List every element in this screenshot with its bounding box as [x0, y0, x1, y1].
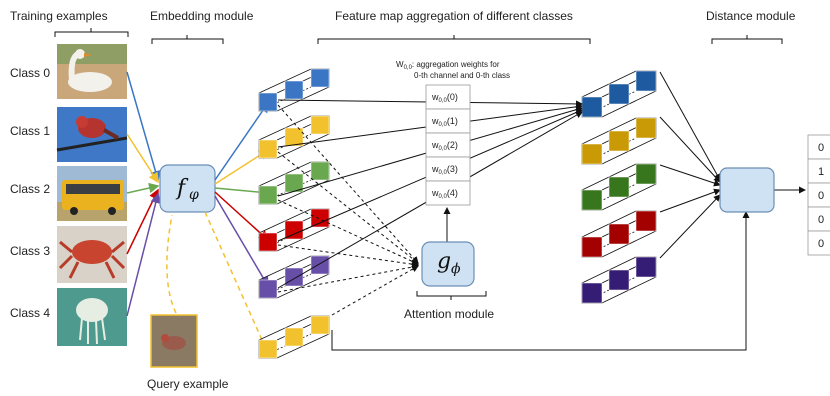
weight-label-0: w0,0(0): [431, 92, 458, 104]
feature-stack-1: [258, 115, 330, 159]
distance-module: [719, 167, 775, 213]
image-bus: [57, 166, 127, 221]
output-vector: 0 1 0 0 0: [807, 134, 830, 256]
feature-map-stacks: [258, 68, 330, 359]
header-embedding: Embedding module: [150, 9, 254, 23]
feature-stack-2: [258, 161, 330, 205]
weight-table: w0,0(0) w0,0(1) w0,0(2) w0,0(3) w0,0(4): [425, 84, 471, 206]
header-training: Training examples: [10, 9, 108, 23]
weight-cell: [425, 156, 471, 182]
class-label-1: Class 1: [10, 124, 50, 138]
embedding-module: [159, 164, 216, 213]
attention-module: [421, 241, 475, 287]
weights-title-2: 0-th channel and 0-th class: [414, 71, 510, 80]
output-value-1: 1: [818, 166, 824, 178]
weight-label-1: w0,0(1): [431, 116, 458, 128]
weight-label-4: w0,0(4): [431, 188, 458, 200]
weight-cell: [425, 132, 471, 158]
image-query: [150, 314, 198, 368]
embed-input-arrows: [126, 71, 177, 317]
aggregated-stack-0: [581, 70, 657, 118]
weight-label-2: w0,0(2): [431, 140, 458, 152]
feature-stack-4: [258, 255, 330, 299]
image-jellyfish: [57, 288, 127, 346]
aggregated-feature-stacks: [581, 70, 657, 304]
image-red-bird: [56, 107, 128, 162]
output-value-0: 0: [818, 142, 824, 154]
image-crab: [57, 226, 127, 283]
weight-cell: [425, 108, 471, 134]
weights-title-1: W0,0: aggregation weights for: [396, 60, 500, 71]
weight-cell: [425, 84, 471, 110]
header-brackets: [54, 28, 783, 44]
aggregated-stack-1: [581, 117, 657, 165]
output-value-2: 0: [818, 190, 824, 202]
header-aggregation: Feature map aggregation of different cla…: [335, 9, 573, 23]
distance-input-lines: [331, 71, 806, 351]
feature-stack-0: [258, 68, 330, 112]
class-label-3: Class 3: [10, 244, 50, 258]
output-value-3: 0: [818, 214, 824, 226]
weight-label-3: w0,0(3): [431, 164, 458, 176]
feature-stack-3: [258, 208, 330, 252]
aggregated-stack-3: [581, 210, 657, 258]
embed-output-arrows: [204, 101, 270, 341]
aggregated-stack-4: [581, 256, 657, 304]
class-label-2: Class 2: [10, 182, 50, 196]
header-distance: Distance module: [706, 9, 796, 23]
weight-cell: [425, 180, 471, 206]
aggregated-stack-2: [581, 163, 657, 211]
attention-bracket: [416, 291, 487, 300]
query-label: Query example: [147, 377, 229, 391]
attention-subscript: ϕ: [451, 261, 461, 277]
output-cell: [807, 230, 830, 256]
output-value-4: 0: [818, 238, 824, 250]
class-label-0: Class 0: [10, 66, 50, 80]
attention-label: Attention module: [404, 307, 494, 321]
embedding-subscript: φ: [189, 187, 199, 203]
attention-symbol: g: [437, 249, 451, 274]
class-label-4: Class 4: [10, 306, 50, 320]
image-goose: [57, 44, 127, 99]
feature-stack-5: [258, 315, 330, 359]
